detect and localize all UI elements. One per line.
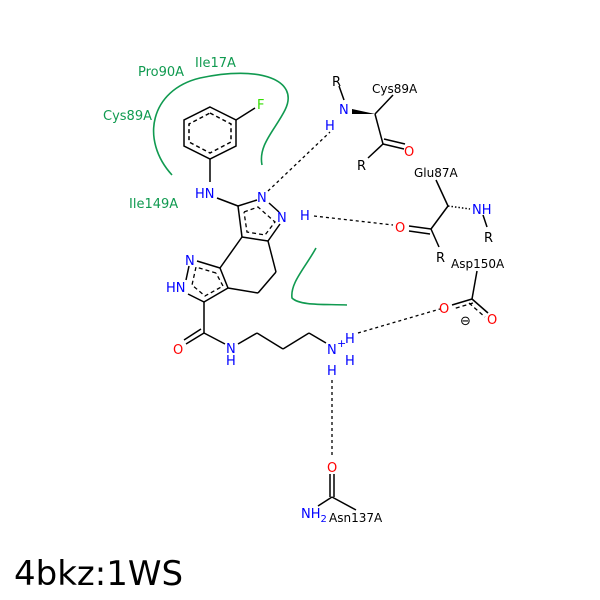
residue-asn137 bbox=[317, 474, 357, 511]
residue-label-ile149: Ile149A bbox=[129, 197, 178, 212]
page-title: 4bkz:1WS bbox=[14, 554, 183, 594]
charge-minus: ⊖ bbox=[460, 314, 471, 329]
atom-ammonium-h2: H bbox=[345, 354, 355, 369]
atom-ammonium-h3: H bbox=[327, 364, 337, 379]
residue-label-cys89-hydrophobic: Cys89A bbox=[103, 109, 152, 124]
atom-amine-nh: HN bbox=[195, 187, 215, 202]
atom-r: R bbox=[357, 159, 366, 174]
charge-plus: + bbox=[337, 337, 346, 350]
atom-pyrazole2-n: N bbox=[185, 254, 195, 269]
atom-amide-h: H bbox=[226, 354, 236, 369]
atom-asn137-subscript: 2 bbox=[321, 514, 327, 525]
atom-pyrazole-nh: N bbox=[277, 211, 287, 226]
atom-asp150-o1: O bbox=[439, 302, 449, 317]
atom-pyrazole-n: N bbox=[257, 191, 267, 206]
hydrophobic-contact-arc bbox=[152, 72, 289, 176]
atom-cys89-h: H bbox=[325, 119, 335, 134]
hydrophobic-contact-arc-2 bbox=[291, 247, 348, 306]
atom-glu87-o: O bbox=[395, 221, 405, 236]
atom-fluorine: F bbox=[257, 98, 264, 113]
residue-cys89 bbox=[338, 85, 406, 159]
residue-glu87 bbox=[408, 179, 488, 248]
residue-label-cys89: Cys89A bbox=[372, 82, 418, 96]
residue-label-ile17: Ile17A bbox=[195, 56, 236, 71]
atom-asn137-nh-label: NH bbox=[301, 507, 321, 522]
atom-asn137-nh2: NH2 bbox=[301, 507, 327, 525]
residue-label-asp150: Asp150A bbox=[451, 257, 505, 271]
atom-asn137-o: O bbox=[327, 461, 337, 476]
atom-cys89-n: N bbox=[339, 103, 349, 118]
atom-cys89-o: O bbox=[404, 145, 414, 160]
atom-asp150-o2: O bbox=[487, 313, 497, 328]
atom-r: R bbox=[436, 251, 445, 266]
hbond-asp150 bbox=[357, 308, 441, 334]
ligand-structure bbox=[183, 106, 327, 350]
atom-amide-n: N bbox=[226, 342, 236, 357]
residue-label-asn137: Asn137A bbox=[329, 511, 383, 525]
atom-ammonium-h1: H bbox=[345, 332, 355, 347]
residue-label-pro90: Pro90A bbox=[138, 65, 184, 80]
residue-label-glu87: Glu87A bbox=[414, 166, 459, 180]
atom-ammonium-n: N bbox=[327, 343, 337, 358]
residue-asp150 bbox=[451, 270, 489, 318]
atom-pyrazole2-nh: HN bbox=[166, 281, 186, 296]
atom-glu87-nh: NH bbox=[472, 203, 492, 218]
atom-pyrazole-h: H bbox=[300, 209, 310, 224]
atom-r: R bbox=[484, 231, 493, 246]
hbond-glu87 bbox=[313, 215, 394, 226]
atom-r: R bbox=[332, 75, 341, 90]
hbond-cys89 bbox=[267, 131, 331, 192]
atom-amide-o: O bbox=[173, 343, 183, 358]
